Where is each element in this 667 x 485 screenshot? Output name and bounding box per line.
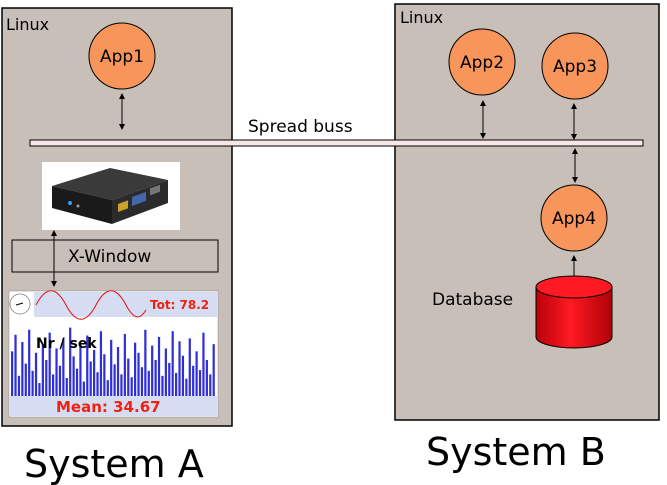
spread-bus-label: Spread buss bbox=[248, 117, 353, 137]
monitor-bar bbox=[41, 345, 44, 396]
monitor-bar bbox=[168, 362, 171, 396]
system-b-os-label: Linux bbox=[400, 8, 443, 27]
monitor-bar bbox=[144, 329, 147, 396]
app2-label: App2 bbox=[460, 53, 504, 73]
app1-label: App1 bbox=[100, 47, 144, 67]
monitor-bar bbox=[205, 360, 208, 396]
monitor-bar bbox=[181, 355, 185, 396]
monitor-bar bbox=[96, 372, 99, 396]
monitor-mean-band bbox=[10, 396, 217, 416]
monitor-mean-label: Mean: 34.67 bbox=[56, 398, 161, 416]
monitor-bar bbox=[62, 338, 65, 396]
monitor-bar bbox=[127, 358, 130, 396]
app1-node bbox=[88, 22, 156, 90]
monitor-rate-label: Nr / sek bbox=[36, 336, 97, 352]
monitor-bar bbox=[116, 347, 120, 396]
monitor-waveform bbox=[35, 290, 147, 320]
app3-node bbox=[541, 32, 609, 100]
monitor-bar bbox=[198, 370, 202, 396]
monitor-bar bbox=[151, 345, 154, 396]
system-b-box bbox=[394, 3, 660, 421]
monitor-bar bbox=[11, 351, 14, 396]
monitor-bar bbox=[48, 332, 51, 396]
monitor-bar bbox=[202, 332, 205, 396]
monitor-bar bbox=[192, 365, 195, 396]
monitor-bar bbox=[123, 334, 126, 396]
monitor-bar bbox=[195, 351, 198, 396]
monitor-bar bbox=[14, 334, 17, 396]
monitor-bar bbox=[147, 370, 150, 396]
database-icon bbox=[535, 275, 613, 349]
monitor-bar bbox=[93, 349, 96, 396]
monitor-bar bbox=[113, 364, 116, 396]
monitor-bar bbox=[130, 377, 133, 396]
monitor-bar bbox=[157, 336, 161, 396]
monitor-bar bbox=[21, 342, 24, 396]
monitor-bar bbox=[17, 375, 21, 396]
monitor-bar bbox=[52, 374, 55, 396]
monitor-bar bbox=[79, 344, 82, 396]
app4-node bbox=[540, 184, 608, 252]
monitor-bar bbox=[185, 378, 188, 396]
embedded-pc-image bbox=[42, 162, 180, 230]
monitor-bar bbox=[86, 335, 89, 396]
monitor-bar bbox=[134, 342, 137, 396]
monitor-bar bbox=[188, 338, 191, 396]
app4-label: App4 bbox=[552, 209, 596, 229]
system-a-os-label: Linux bbox=[6, 15, 49, 34]
app3-label: App3 bbox=[553, 57, 597, 77]
monitor-bar bbox=[31, 370, 34, 396]
monitor-bar bbox=[137, 352, 140, 396]
monitor-bar bbox=[24, 363, 27, 396]
database-label: Database bbox=[432, 290, 513, 310]
x-window-label: X-Window bbox=[68, 247, 151, 267]
monitor-bar bbox=[154, 360, 157, 396]
monitor-bar bbox=[58, 365, 62, 396]
monitor-bar bbox=[106, 380, 109, 396]
monitor-bar bbox=[175, 372, 178, 396]
spread-bus bbox=[29, 139, 644, 147]
monitor-bar bbox=[69, 327, 72, 396]
monitor-bar bbox=[164, 348, 167, 396]
monitor-bar bbox=[55, 348, 58, 396]
monitor-bar bbox=[110, 339, 113, 396]
app2-node bbox=[448, 28, 516, 96]
monitor-bar bbox=[212, 344, 215, 396]
monitor-display: Tot: 78.2 Nr / sek Mean: 34.67 bbox=[8, 290, 219, 418]
monitor-bar bbox=[28, 329, 31, 396]
monitor-bar-chart bbox=[11, 327, 215, 396]
monitor-bar bbox=[75, 368, 79, 396]
monitor-bar bbox=[82, 381, 85, 396]
monitor-bar bbox=[103, 354, 106, 396]
monitor-bar bbox=[140, 367, 144, 396]
monitor-bar bbox=[38, 383, 41, 396]
x-window-box bbox=[11, 239, 219, 273]
monitor-bar bbox=[65, 378, 68, 396]
monitor-tot-label: Tot: 78.2 bbox=[150, 298, 209, 312]
monitor-bar bbox=[120, 374, 123, 396]
monitor-bar bbox=[161, 375, 164, 396]
monitor-bar bbox=[171, 331, 174, 396]
monitor-bar bbox=[89, 361, 92, 396]
monitor-bar bbox=[34, 352, 38, 396]
monitor-bar bbox=[45, 360, 48, 396]
system-b-title: System B bbox=[426, 430, 606, 474]
monitor-bar bbox=[72, 356, 75, 396]
monitor-bar bbox=[178, 341, 181, 396]
monitor-bar bbox=[99, 331, 103, 396]
system-a-title: System A bbox=[24, 442, 204, 485]
monitor-bar bbox=[209, 374, 212, 396]
